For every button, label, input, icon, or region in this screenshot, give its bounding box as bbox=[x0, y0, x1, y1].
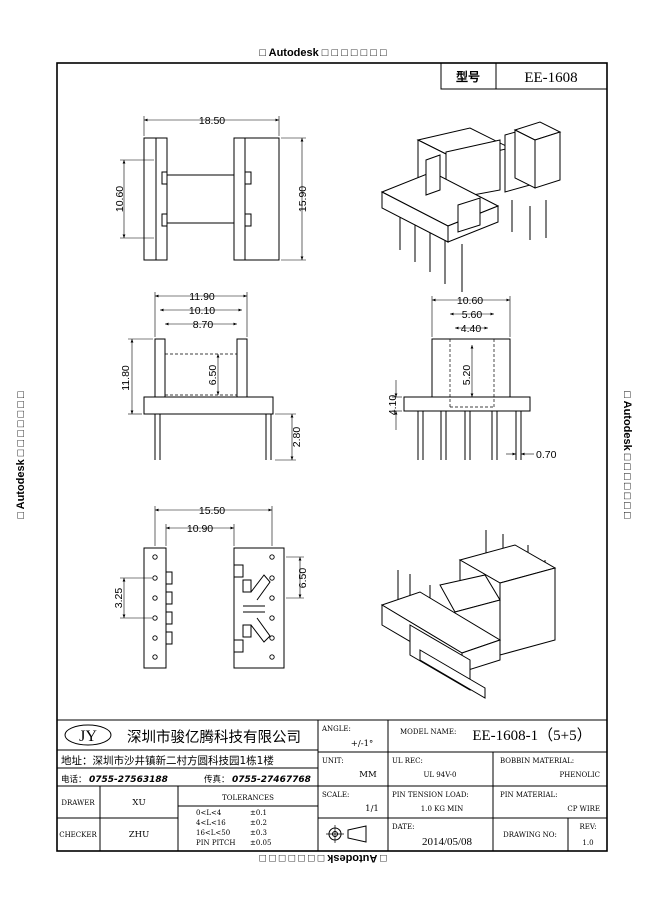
bottom-view: 15.50 10.90 3.25 6.50 bbox=[113, 505, 309, 669]
tol-range-0: 0<L<4 bbox=[196, 809, 222, 817]
dim-bottom-pitch: 3.25 bbox=[113, 588, 125, 609]
tol-range-2: 16<L<50 bbox=[196, 829, 230, 837]
dim-front-w3: 8.70 bbox=[193, 319, 214, 331]
pin-material-label: PIN MATERIAL: bbox=[500, 791, 558, 799]
dim-side-w2: 5.60 bbox=[462, 309, 483, 321]
ul-value: UL 94V-0 bbox=[424, 771, 457, 779]
dim-bottom-w2: 10.90 bbox=[187, 523, 213, 535]
checker-label: CHECKER bbox=[59, 831, 97, 839]
dim-side-w1: 10.60 bbox=[457, 295, 483, 307]
header-model-box: 型号 EE-1608 bbox=[440, 62, 608, 90]
company-name: 深圳市骏亿腾科技有限公司 bbox=[127, 729, 301, 746]
angle-value: +/-1° bbox=[351, 739, 374, 749]
tol-value-3: ±0.05 bbox=[250, 839, 271, 847]
projection-symbol-icon bbox=[326, 825, 367, 843]
unit-label: UNIT: bbox=[322, 757, 344, 765]
rev-label: REV: bbox=[579, 823, 596, 831]
phone-number: 0755-27563188 bbox=[89, 775, 168, 785]
date-value: 2014/05/08 bbox=[422, 836, 473, 848]
dim-side-pin: 0.70 bbox=[536, 449, 557, 461]
drawer-value: XU bbox=[132, 798, 145, 808]
pin-material-value: CP WIRE bbox=[567, 805, 600, 813]
drawing-no-label: DRAWING NO: bbox=[503, 831, 557, 839]
dim-front-w2: 10.10 bbox=[189, 305, 215, 317]
tol-range-1: 4<L<16 bbox=[196, 819, 226, 827]
scale-label: SCALE: bbox=[322, 791, 349, 799]
top-view: 18.50 10.60 15.90 bbox=[114, 115, 309, 261]
dim-top-right-height: 15.90 bbox=[297, 186, 309, 212]
watermark-top: □ Autodesk □ □ □ □ □ □ □ bbox=[259, 47, 387, 59]
iso-view-bottom bbox=[380, 530, 557, 699]
front-view: 11.90 10.10 8.70 11.80 6.50 2.80 bbox=[120, 291, 303, 461]
drawing-frame bbox=[56, 62, 608, 852]
date-label: DATE: bbox=[392, 823, 414, 831]
ul-label: UL REC: bbox=[392, 757, 423, 765]
tol-value-1: ±0.2 bbox=[250, 819, 267, 827]
watermark-left: □ Autodesk □ □ □ □ □ □ □ bbox=[15, 391, 27, 519]
dim-front-pin: 2.80 bbox=[291, 427, 303, 448]
company-address: 地址：深圳市沙井镇新二村方圆科技园1栋1楼 bbox=[61, 754, 274, 767]
dim-top-width: 18.50 bbox=[199, 115, 225, 127]
side-view: 10.60 5.60 4.40 5.20 4.10 0.70 bbox=[387, 295, 557, 461]
dim-bottom-w1: 15.50 bbox=[199, 505, 225, 517]
tol-range-3: PIN PITCH bbox=[196, 839, 235, 847]
logo-text: JY bbox=[79, 728, 97, 745]
title-block: JY 深圳市骏亿腾科技有限公司 地址：深圳市沙井镇新二村方圆科技园1栋1楼 电话… bbox=[57, 719, 607, 851]
header-model-label: 型号 bbox=[456, 69, 480, 84]
fax-label: 传真： bbox=[204, 774, 230, 785]
header-model-value: EE-1608 bbox=[524, 70, 577, 86]
unit-value: MM bbox=[359, 770, 377, 780]
scale-value: 1/1 bbox=[365, 804, 379, 814]
angle-label: ANGLE: bbox=[321, 725, 351, 733]
dim-side-w3: 4.40 bbox=[461, 323, 482, 335]
dim-side-inner: 5.20 bbox=[461, 365, 473, 386]
watermark-bottom: □ Autodesk □ □ □ □ □ □ □ bbox=[259, 852, 387, 864]
tolerances-label: TOLERANCES bbox=[222, 794, 274, 802]
dim-top-left-height: 10.60 bbox=[114, 186, 126, 212]
dim-front-w1: 11.90 bbox=[189, 291, 215, 303]
bobbin-label: BOBBIN MATERIAL: bbox=[500, 757, 574, 765]
dim-front-height: 11.80 bbox=[120, 365, 132, 391]
dim-bottom-h: 6.50 bbox=[297, 568, 309, 589]
bobbin-value: PHENOLIC bbox=[559, 771, 600, 779]
dim-front-inner: 6.50 bbox=[207, 365, 219, 386]
drawer-label: DRAWER bbox=[61, 799, 95, 807]
model-name-label: MODEL NAME: bbox=[400, 728, 456, 736]
company-logo bbox=[64, 724, 112, 746]
watermark-right: □ Autodesk □ □ □ □ □ □ □ bbox=[621, 391, 633, 519]
tol-value-2: ±0.3 bbox=[250, 829, 267, 837]
fax-number: 0755-27467768 bbox=[232, 775, 311, 785]
model-name-value: EE-1608-1（5+5） bbox=[472, 727, 591, 744]
checker-value: ZHU bbox=[129, 830, 149, 840]
tension-value: 1.0 KG MIN bbox=[421, 805, 463, 813]
tension-label: PIN TENSION LOAD: bbox=[392, 791, 469, 799]
dim-side-base: 4.10 bbox=[387, 395, 399, 416]
tol-value-0: ±0.1 bbox=[250, 809, 267, 817]
phone-label: 电话： bbox=[61, 774, 87, 785]
iso-view-top bbox=[380, 121, 562, 292]
rev-value: 1.0 bbox=[582, 839, 593, 847]
